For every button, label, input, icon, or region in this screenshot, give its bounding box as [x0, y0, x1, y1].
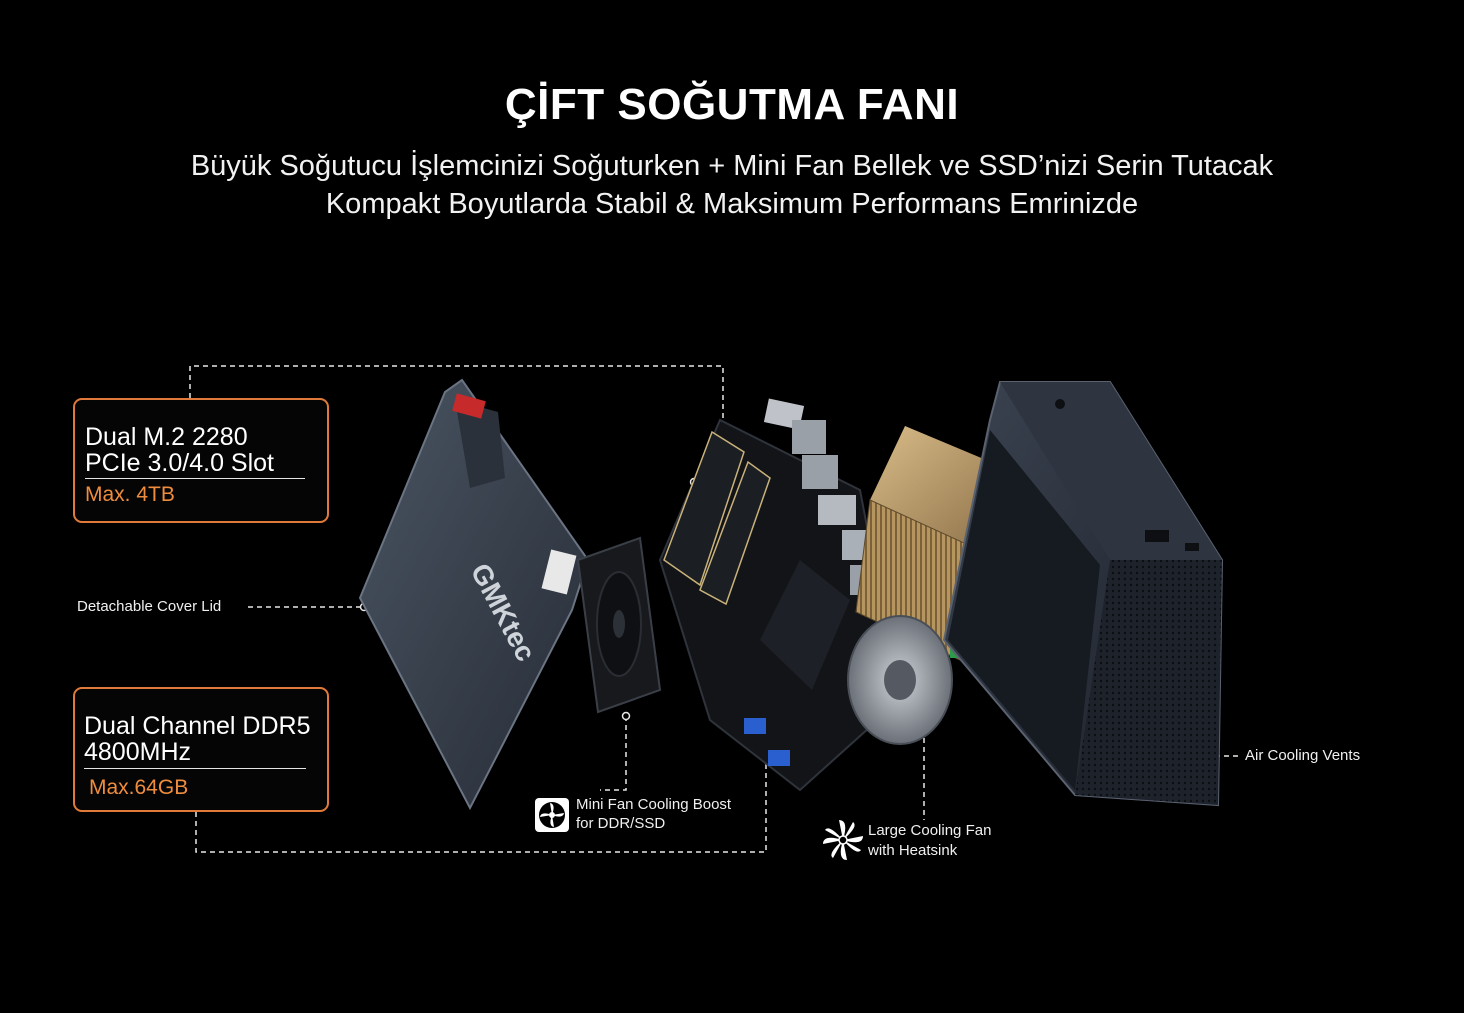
mini-fan-label-line2: for DDR/SSD	[576, 815, 666, 832]
mini-fan-label-line1: Mini Fan Cooling Boost	[576, 796, 732, 813]
cover-lid: GMKtec	[358, 378, 590, 811]
large-fan-label-line2: with Heatsink	[868, 842, 958, 859]
case-chassis	[942, 381, 1224, 807]
memory-spec-divider	[84, 768, 306, 769]
mini-fan	[576, 536, 662, 714]
memory-spec-max: Max.64GB	[89, 776, 189, 799]
air-vents-label: Air Cooling Vents	[1245, 747, 1361, 764]
large-fan-label-line1: Large Cooling Fan	[868, 822, 992, 839]
subtitle-line-2: Kompakt Boyutlarda Stabil & Maksimum Per…	[325, 188, 1139, 220]
storage-spec-divider	[85, 478, 305, 479]
storage-spec-line2: PCIe 3.0/4.0 Slot	[85, 449, 275, 477]
mini-fan-icon	[535, 798, 569, 832]
memory-spec-line1: Dual Channel DDR5	[84, 712, 311, 740]
cover-lid-label: Detachable Cover Lid	[77, 598, 222, 615]
motherboard	[658, 398, 902, 792]
large-fan-icon	[823, 820, 863, 860]
page-title: ÇİFT SOĞUTMA FANI	[504, 80, 960, 129]
memory-spec-box	[73, 687, 329, 812]
memory-spec-line2: 4800MHz	[84, 738, 191, 766]
storage-spec-line1: Dual M.2 2280	[85, 423, 248, 451]
subtitle-line-1: Büyük Soğutucu İşlemcinizi Soğuturken + …	[190, 150, 1274, 182]
storage-spec-box	[73, 398, 329, 523]
storage-spec-max: Max. 4TB	[85, 483, 175, 506]
